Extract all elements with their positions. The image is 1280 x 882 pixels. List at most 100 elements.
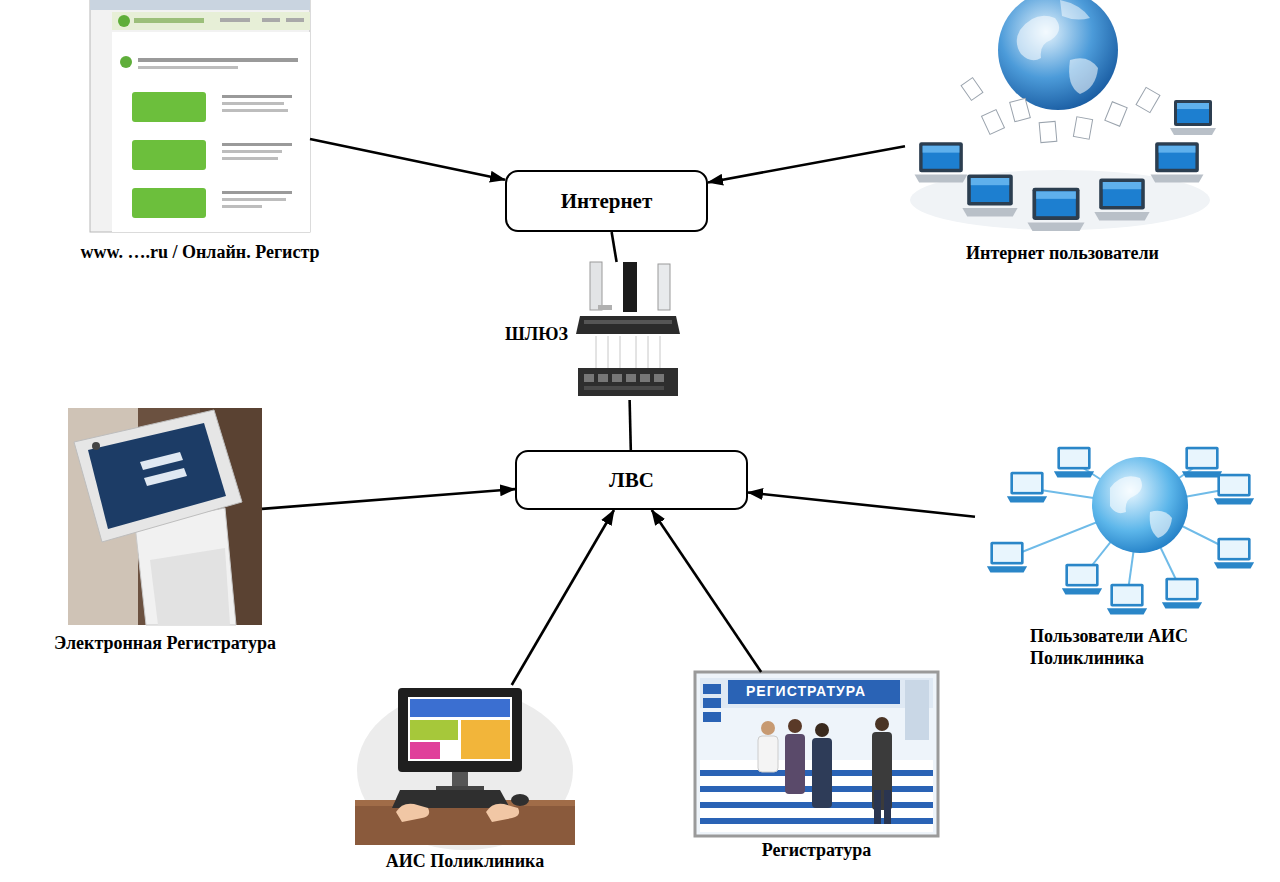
gateway-device-part (584, 374, 594, 382)
gateway-device-part (584, 320, 672, 324)
gateway-device-part (623, 262, 637, 312)
internet-users-picture-part (998, 0, 1118, 110)
website-screenshot-part (220, 18, 250, 22)
gateway-device-part (620, 336, 621, 368)
website-screenshot-part (132, 188, 206, 218)
ais-users-picture-part (1214, 474, 1254, 505)
website-screenshot (90, 0, 310, 232)
internet-users-picture-part (1010, 98, 1031, 121)
website-screenshot-part (222, 157, 278, 160)
workstation-picture-part (410, 720, 458, 740)
website-screenshot-part (90, 0, 310, 10)
gateway-device-part (654, 374, 664, 382)
website-screenshot-part (286, 18, 304, 22)
website-screenshot-part (222, 205, 262, 208)
internet-users-picture-part (1027, 188, 1084, 231)
node-caption: Интернет пользователи (966, 243, 1159, 265)
registry-photo-part (761, 721, 775, 735)
ais-users-picture-part (1214, 538, 1254, 569)
workstation-picture (355, 688, 575, 850)
registry-photo-part (875, 717, 889, 731)
gateway-device-part (626, 374, 636, 382)
gateway-device-part (596, 336, 597, 368)
internet-users-picture-part (1017, 16, 1059, 61)
registry-photo-part (815, 723, 829, 737)
internet-users-picture-part (1060, 0, 1090, 20)
website-screenshot-part (132, 140, 206, 170)
illustrated-node: Интернет пользователи (905, 0, 1220, 235)
workstation-picture-part (461, 720, 510, 759)
node-caption: Регистратура (762, 840, 872, 862)
registry-photo-part (728, 680, 900, 704)
connector-arrow (512, 510, 614, 685)
gateway-device-part (648, 336, 649, 368)
illustrated-node: АИС Поликлиника (355, 685, 575, 845)
node-caption: АИС Поликлиника (386, 851, 544, 873)
workstation-picture-part (511, 794, 529, 806)
internet-users-picture-part (1151, 142, 1204, 182)
website-screenshot-part (112, 12, 310, 30)
website-screenshot-part (138, 58, 298, 62)
website-screenshot-part (120, 56, 132, 68)
internet-users-picture-part (1105, 102, 1127, 127)
illustrated-node: ШЛЮЗ (578, 262, 678, 400)
website-screenshot-part (222, 95, 292, 98)
internet-users-picture-part (1073, 117, 1092, 139)
internet-users-picture-part (1170, 100, 1216, 135)
connector-line (612, 232, 617, 262)
registry-photo-part (884, 790, 891, 824)
workstation-picture-part (410, 742, 440, 759)
workstation-picture-part (452, 772, 468, 788)
gateway-device-part (640, 374, 650, 382)
registry-photo-part (758, 736, 778, 772)
connector-arrow (310, 139, 505, 180)
registry-photo-part (785, 734, 805, 794)
ais-users-picture-part (1092, 457, 1188, 553)
internet-users-picture-part (1069, 58, 1098, 94)
node-caption: Электронная Регистратура (54, 633, 276, 655)
internet-users-picture-part (915, 142, 968, 182)
connector-arrow (652, 510, 761, 672)
workstation-picture-part (408, 697, 512, 761)
website-screenshot-part (222, 143, 292, 146)
gateway-device-part (608, 336, 609, 368)
workstation-picture-part (486, 804, 519, 822)
kiosk-photo-part (140, 452, 183, 470)
gateway-device-part (660, 336, 661, 368)
website-screenshot-part (262, 18, 280, 22)
illustrated-node: www. ….ru / Онлайн. Регистр (90, 0, 310, 232)
internet-users-picture-part (1136, 87, 1160, 112)
gateway-device-part (576, 316, 680, 334)
workstation-picture-part (396, 804, 429, 822)
box-label: ЛВС (609, 468, 654, 493)
registry-photo-part (905, 680, 929, 740)
registry-photo (695, 672, 938, 836)
workstation-picture-part (398, 688, 522, 772)
internet-users-picture-part (961, 78, 983, 101)
gateway-device-part (598, 305, 612, 310)
internet-users-picture (910, 0, 1216, 231)
node-caption: Пользователи АИС Поликлиника (1030, 626, 1230, 669)
connector-arrow (708, 146, 905, 182)
website-screenshot-part (222, 109, 288, 112)
gateway-device-part (590, 262, 602, 310)
gateway-device-part (598, 374, 608, 382)
box-label: Интернет (561, 189, 653, 214)
ais-users-picture-part (1150, 511, 1172, 538)
illustrated-node: Пользователи АИС Поликлиника (975, 445, 1270, 620)
connector-line (630, 400, 631, 450)
sign-text: РЕГИСТРАТУРА (740, 681, 872, 701)
kiosk-photo-part (74, 410, 242, 542)
registry-photo-part (700, 678, 933, 708)
registry-photo-part (695, 672, 938, 836)
website-screenshot-part (222, 102, 284, 105)
gateway-device-part (612, 374, 622, 382)
website-screenshot-part (222, 150, 282, 153)
ais-users-picture (987, 447, 1254, 615)
registry-photo-part (874, 790, 881, 824)
website-screenshot-part (132, 92, 206, 122)
node-caption: ШЛЮЗ (505, 324, 568, 346)
kiosk-photo-part (150, 548, 230, 625)
